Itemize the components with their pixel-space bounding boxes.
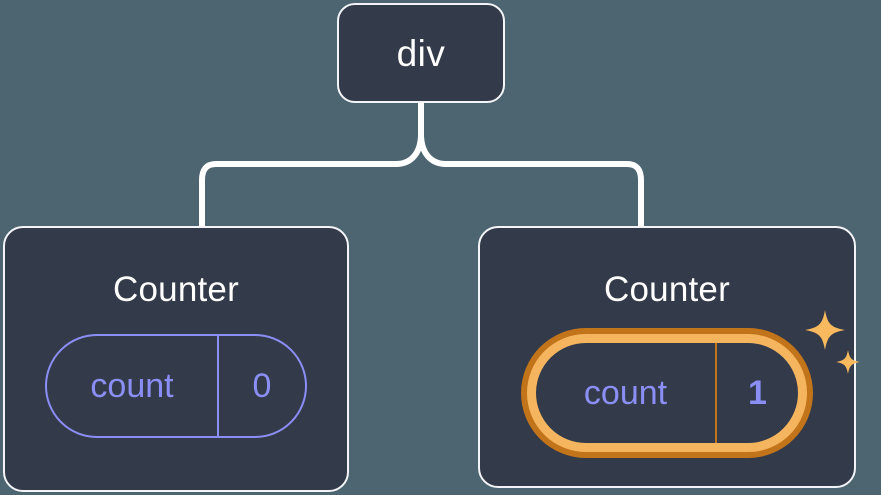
state-key-left: count [90, 367, 174, 405]
node-div[interactable]: div [337, 3, 505, 103]
node-counter-left[interactable]: Counter count 0 [3, 226, 349, 492]
state-value-right: 1 [715, 343, 798, 443]
state-pill-wrap-right: count 1 [527, 310, 860, 452]
edge-to-right-child [418, 131, 644, 229]
node-counter-right-title: Counter [604, 270, 730, 309]
node-counter-right[interactable]: Counter count 1 [478, 226, 860, 488]
state-pill-left[interactable]: count 0 [45, 334, 307, 438]
node-counter-left-title: Counter [113, 270, 239, 309]
state-value-left: 0 [217, 336, 305, 436]
state-pill-wrap-left: count 0 [45, 334, 307, 438]
sparkle-large-icon [805, 310, 845, 350]
sparkle-small-icon [836, 350, 860, 374]
state-key-right: count [583, 374, 668, 412]
sparkle-icon-group [805, 310, 860, 374]
edge-to-left-child [199, 131, 424, 229]
state-pill-right[interactable]: count 1 [527, 334, 807, 452]
node-div-label: div [396, 32, 446, 74]
